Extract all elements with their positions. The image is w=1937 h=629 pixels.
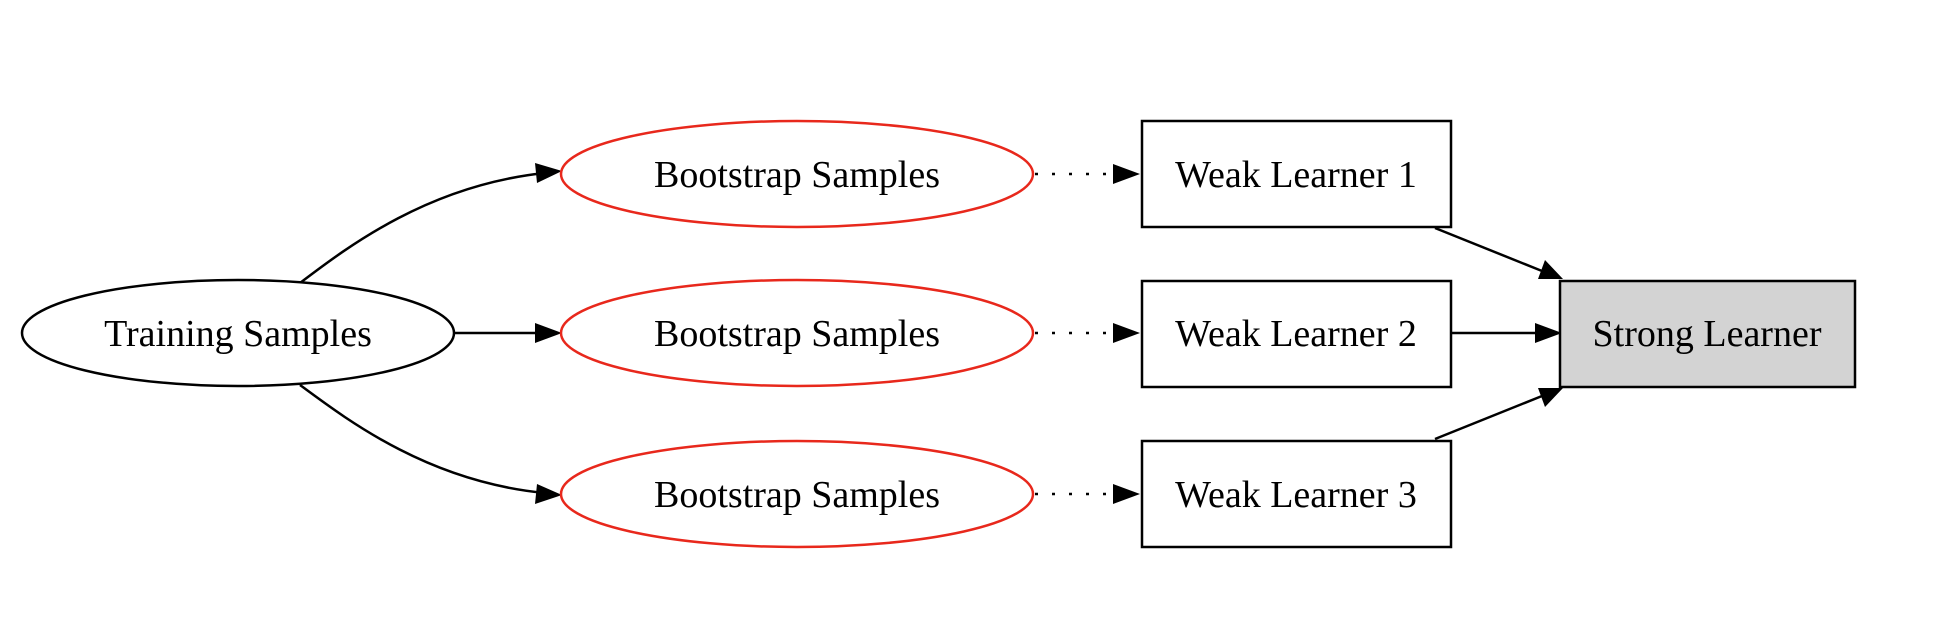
edge-weak-3-to-strong — [1434, 394, 1543, 441]
bootstrap-samples-1-shape — [559, 119, 1035, 229]
training-samples-label: Training Samples — [104, 313, 372, 355]
node-weak-learner-2: Weak Learner 2 — [1140, 279, 1453, 389]
arrowhead-weak-2-to-strong — [1535, 323, 1562, 343]
arrowhead-training-to-bootstrap-2 — [535, 323, 562, 343]
edge-training-to-bootstrap-1 — [299, 171, 546, 284]
node-bootstrap-samples-1: Bootstrap Samples — [559, 119, 1035, 229]
bootstrap-samples-2-label: Bootstrap Samples — [654, 313, 940, 355]
bootstrap-samples-3-shape — [559, 439, 1035, 549]
arrowhead-bootstrap-3-to-weak-3 — [1113, 484, 1140, 504]
strong-learner-label: Strong Learner — [1593, 313, 1822, 355]
arrowhead-weak-1-to-strong — [1538, 260, 1563, 279]
strong-learner-shape — [1558, 279, 1857, 389]
arrowhead-bootstrap-1-to-weak-1 — [1113, 164, 1140, 184]
arrowhead-training-to-bootstrap-1 — [535, 163, 562, 183]
bootstrap-samples-3-label: Bootstrap Samples — [654, 474, 940, 516]
training-samples-shape — [20, 278, 456, 388]
weak-learner-3-label: Weak Learner 3 — [1175, 474, 1417, 516]
bootstrap-samples-1-label: Bootstrap Samples — [654, 154, 940, 196]
arrowhead-weak-3-to-strong — [1538, 388, 1563, 407]
node-bootstrap-samples-3: Bootstrap Samples — [559, 439, 1035, 549]
bootstrap-samples-2-shape — [559, 278, 1035, 388]
edge-weak-1-to-strong — [1434, 226, 1543, 273]
weak-learner-1-shape — [1140, 119, 1453, 229]
weak-learner-3-shape — [1140, 439, 1453, 549]
arrowhead-bootstrap-2-to-weak-2 — [1113, 323, 1140, 343]
node-weak-learner-3: Weak Learner 3 — [1140, 439, 1453, 549]
node-weak-learner-1: Weak Learner 1 — [1140, 119, 1453, 229]
weak-learner-1-label: Weak Learner 1 — [1175, 154, 1417, 196]
edge-training-to-bootstrap-3 — [299, 383, 546, 495]
weak-learner-2-shape — [1140, 279, 1453, 389]
node-training-samples: Training Samples — [20, 278, 456, 388]
node-strong-learner: Strong Learner — [1558, 279, 1857, 389]
arrowhead-training-to-bootstrap-3 — [535, 484, 562, 504]
node-bootstrap-samples-2: Bootstrap Samples — [559, 278, 1035, 388]
weak-learner-2-label: Weak Learner 2 — [1175, 313, 1417, 355]
